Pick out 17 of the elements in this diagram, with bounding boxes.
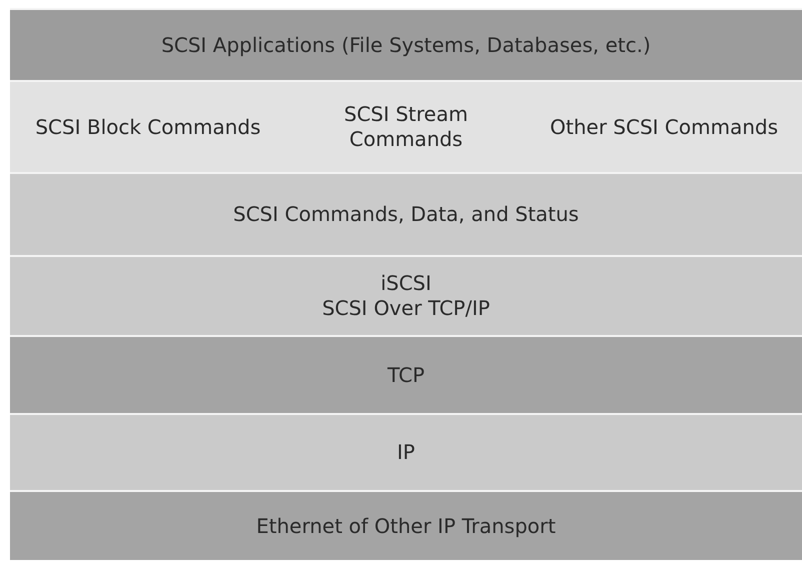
- layer-label: TCP: [387, 362, 425, 388]
- layer-label: SCSI Commands, Data, and Status: [233, 202, 579, 227]
- layer-band: [10, 490, 802, 560]
- layer-label: iSCSI: [380, 271, 432, 296]
- layer-label: SCSI Over TCP/IP: [322, 296, 490, 321]
- layer-band: [10, 8, 802, 80]
- layer-label: SCSI Applications (File Systems, Databases, etc.): [161, 32, 651, 58]
- layer-band: [10, 335, 802, 413]
- layer-band: [10, 80, 802, 172]
- layer-label: SCSI Block Commands: [34, 114, 262, 140]
- layer-band: [10, 172, 802, 255]
- layer-label: Other SCSI Commands: [549, 114, 779, 140]
- layer-band: [10, 255, 802, 335]
- layer-label: SCSI Stream Commands: [343, 102, 469, 152]
- layer-label: Ethernet of Other IP Transport: [256, 514, 556, 538]
- layer-band: [10, 413, 802, 490]
- layer-label: IP: [397, 440, 415, 465]
